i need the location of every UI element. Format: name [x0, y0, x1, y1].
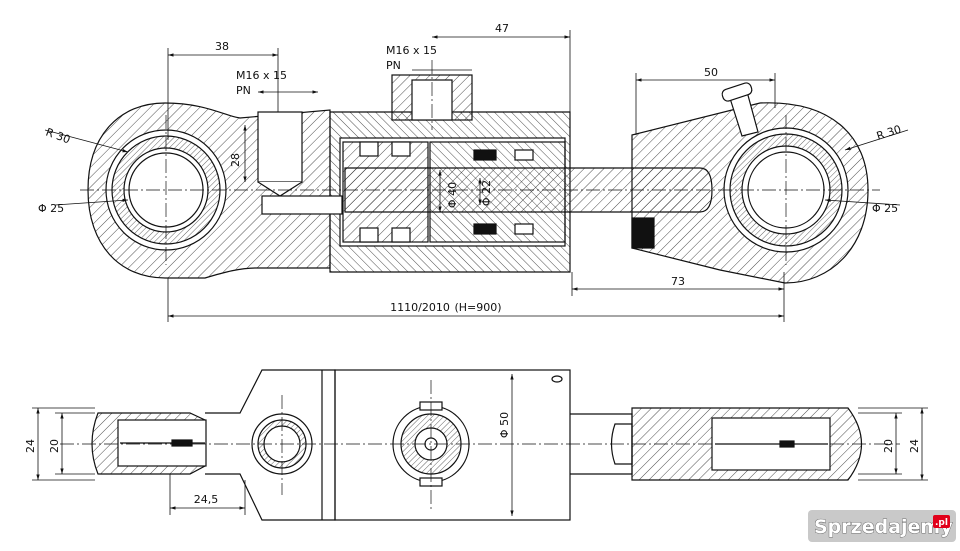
dim-overall: 1110/2010: [390, 301, 450, 314]
dimension-lines-top: [44, 30, 909, 322]
top-port-pn: PN: [386, 59, 401, 72]
dim-r30-left: R 30: [44, 126, 72, 147]
piston-seal-a: [359, 141, 379, 157]
top-port-thread: M16 x 15: [386, 44, 437, 57]
dim-20-left: 20: [48, 439, 61, 453]
piston-seal-c: [391, 141, 411, 157]
side-port-thread: M16 x 15: [236, 69, 287, 82]
gland-seal-d: [514, 223, 534, 235]
gland-seal-c: [514, 149, 534, 161]
dim-50: 50: [704, 66, 718, 79]
dim-38: 38: [215, 40, 229, 53]
dim-20-right: 20: [882, 439, 895, 453]
section-view: [87, 74, 869, 284]
dim-24-left: 24: [24, 439, 37, 453]
dim-24-right: 24: [908, 439, 921, 453]
dim-phi25-right: Φ 25: [872, 202, 898, 215]
plan-body: [334, 369, 571, 521]
grease-nipple-cap: [721, 82, 753, 102]
dim-28: 28: [229, 153, 242, 167]
watermark: Sprzedajemy .pl: [808, 510, 956, 542]
dim-phi40: Φ 40: [446, 182, 459, 208]
plan-rod-end: [610, 423, 633, 465]
dim-47: 47: [495, 22, 509, 35]
piston-seal-d: [391, 227, 411, 243]
centerlines-bottom: [60, 380, 900, 510]
dimension-texts-bottom: 24 20 24 20 24,5 Φ 50: [24, 412, 921, 506]
dim-stroke: (H=900): [454, 301, 501, 314]
side-port-channel: [261, 195, 343, 215]
dim-r30-right: R 30: [875, 123, 903, 143]
piston-seal-b: [359, 227, 379, 243]
watermark-tld: .pl: [935, 518, 948, 528]
watermark-background: [808, 510, 956, 542]
dim-73: 73: [671, 275, 685, 288]
side-port: [257, 111, 303, 183]
right-eye-notch: [631, 217, 655, 249]
watermark-brand: Sprzedajemy: [814, 516, 953, 538]
watermark-tld-badge: [933, 515, 950, 528]
plan-left-pin-dot: [171, 439, 193, 447]
dim-phi25-left: Φ 25: [38, 202, 64, 215]
dimension-lines-bottom: [32, 374, 928, 516]
gland-seal-b: [473, 223, 497, 235]
side-port-pn: PN: [236, 84, 251, 97]
dim-24-5: 24,5: [194, 493, 219, 506]
dim-phi22: Φ 22: [480, 180, 493, 206]
gland-seal-a: [473, 149, 497, 161]
dim-phi50: Φ 50: [498, 412, 511, 438]
plan-hole-marker: [551, 375, 563, 383]
